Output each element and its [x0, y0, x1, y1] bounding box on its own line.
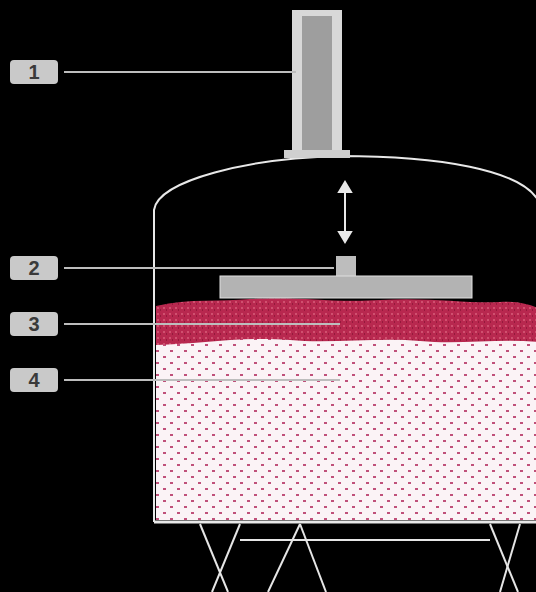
- callout-number: 2: [10, 256, 58, 280]
- callout-number: 4: [10, 368, 58, 392]
- cylinder-flange: [284, 150, 350, 158]
- tank-outline: [154, 156, 536, 522]
- pomace-cap: [156, 298, 536, 345]
- callout-number: 1: [10, 60, 58, 84]
- stroke-arrow: [339, 182, 351, 242]
- callout-number: 3: [10, 312, 58, 336]
- piston-rod: [302, 16, 332, 152]
- plunger-hub: [336, 256, 356, 276]
- tank-bottom: [154, 521, 536, 524]
- piston-cylinder: [292, 10, 342, 158]
- leader-lines: [64, 72, 340, 380]
- punch-plate: [220, 276, 472, 298]
- tank-legs: [200, 524, 520, 592]
- liquid-must: [156, 338, 536, 520]
